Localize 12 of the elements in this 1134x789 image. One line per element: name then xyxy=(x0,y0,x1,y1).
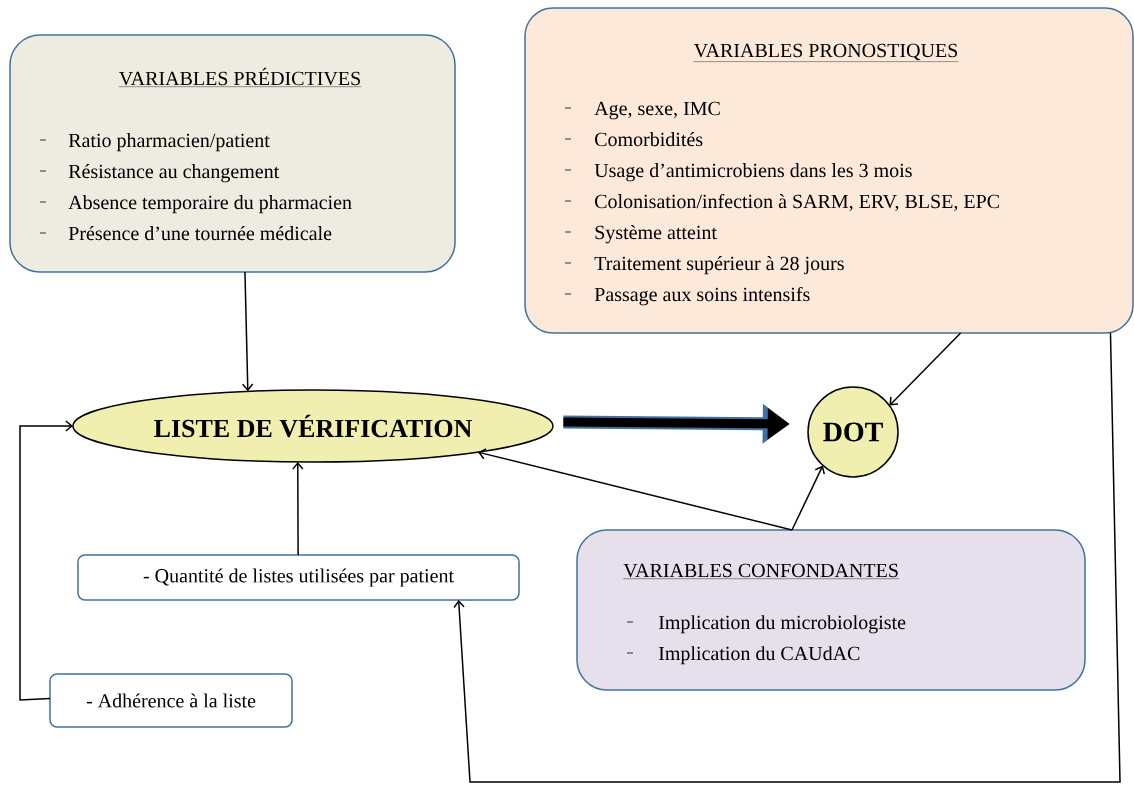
arrow xyxy=(478,448,793,531)
variables-box: VARIABLES PRONOSTIQUES Age, sexe, IMC Comorbidités Usage d’antimicrobiens dans les 3 mois Colonisation/infection à SARM, ERV, BLSE, EPC Système atteint Traitement supérieur à 28 jours Passage aux soins intensifs xyxy=(524,7,1134,334)
measure-box: - Adhérence à la liste xyxy=(49,673,293,728)
variables-box: VARIABLES CONFONDANTES Implication du microbiologiste Implication du CAUdAC xyxy=(576,529,1086,691)
arrow xyxy=(791,465,826,531)
arrow xyxy=(453,332,1121,783)
variables-box: VARIABLES PRÉDICTIVES Ratio pharmacien/patient Résistance au changement Absence temporaire du pharmacien Présence d’une tournée médicale xyxy=(9,34,456,273)
arrow xyxy=(292,461,304,556)
arrow xyxy=(241,271,254,392)
arrow xyxy=(19,420,73,701)
arrow xyxy=(889,332,962,406)
measure-box: - Quantité de listes utilisées par patient xyxy=(77,554,520,601)
